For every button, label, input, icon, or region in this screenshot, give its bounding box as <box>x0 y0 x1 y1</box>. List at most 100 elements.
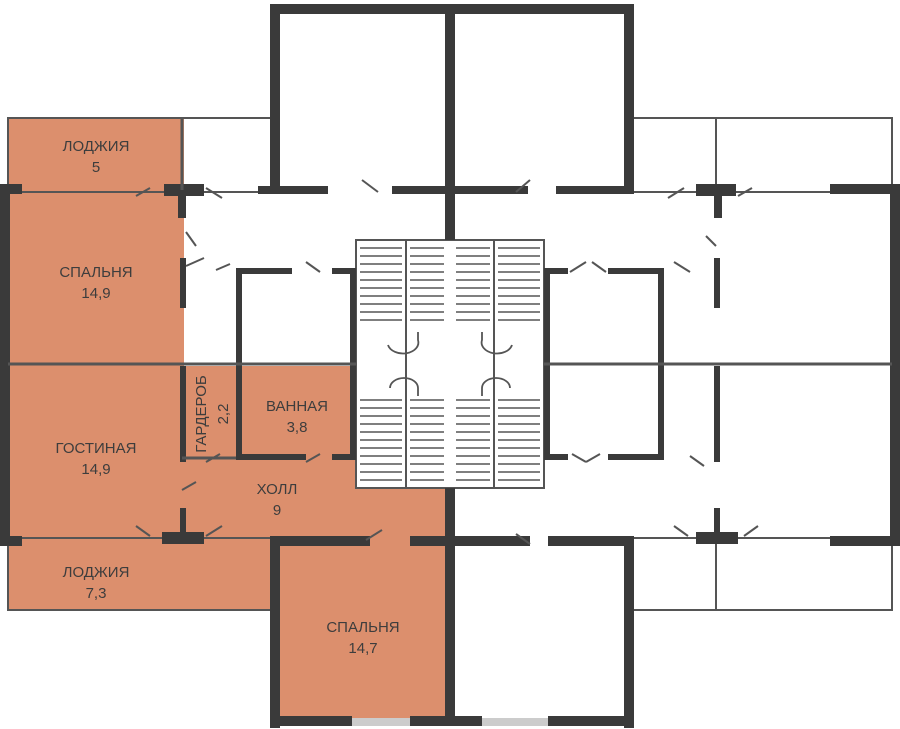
stair-box <box>355 239 545 489</box>
wall-partition-left-upper <box>180 258 186 308</box>
door-swing <box>305 261 321 273</box>
outline-right-loggia-bottom <box>627 537 893 611</box>
door-swing <box>689 455 705 467</box>
door-swing <box>361 179 379 193</box>
room-labels: ЛОДЖИЯ 5 СПАЛЬНЯ 14,9 ГОСТИНАЯ 14,9 ГАРД… <box>56 138 400 657</box>
door-swing <box>737 187 753 197</box>
door-swing <box>185 231 197 247</box>
living-room-name: ГОСТИНАЯ <box>56 440 137 457</box>
door-swing <box>515 533 531 545</box>
wall-left-top-return <box>0 184 22 194</box>
wall-partition-row-right <box>608 268 664 274</box>
bedroom-bottom-area: 14,7 <box>348 640 377 657</box>
door-swing <box>135 525 151 537</box>
door-swing <box>569 261 587 273</box>
door-swing <box>585 453 601 463</box>
bedroom-left-name: СПАЛЬНЯ <box>59 264 132 281</box>
living-room-area: 14,9 <box>81 461 110 478</box>
hall-name: ХОЛЛ <box>257 481 298 498</box>
wall-right-top-return <box>878 184 900 194</box>
loggia-bottom-area: 7,3 <box>86 585 107 602</box>
bathroom-name: ВАННАЯ <box>266 398 328 415</box>
window-sill-2 <box>482 718 548 726</box>
wall-right-bottom-row <box>608 454 664 460</box>
loggia-top-area: 5 <box>92 159 100 176</box>
loggia-bottom-name: ЛОДЖИЯ <box>63 564 130 581</box>
wall-partition-right-bottom <box>714 508 720 540</box>
wall-corridor-upper-2 <box>392 186 528 194</box>
wall-partition-left-bottom <box>180 508 186 540</box>
wall-right-top-stub <box>830 184 880 194</box>
wardrobe-name: ГАРДЕРОБ <box>193 375 210 453</box>
thin-interior-lines <box>8 118 892 460</box>
wall-partition-row-right-2 <box>544 268 568 274</box>
wall-partition-left-lower <box>180 366 186 462</box>
apt-loggia-bottom-fill <box>8 538 272 610</box>
wall-bottom-3 <box>548 716 634 726</box>
wall-right-bottom-return <box>878 536 900 546</box>
wall-spine-upper <box>445 4 455 240</box>
door-swing <box>673 525 689 537</box>
door-swings <box>135 179 759 545</box>
door-swing <box>365 529 383 541</box>
wall-right-partition <box>714 194 722 218</box>
wall-bathroom-right <box>350 272 356 460</box>
wall-left-outer <box>0 184 10 546</box>
wall-corridor-lower-3 <box>548 536 634 546</box>
staircase <box>355 239 545 489</box>
wall-partition-row-left <box>236 268 292 274</box>
wall-upper-right-block <box>696 184 736 196</box>
wall-partition-right-lower <box>714 366 720 462</box>
door-swing <box>135 187 151 197</box>
door-swing <box>205 187 223 199</box>
door-swing <box>743 525 759 537</box>
window-sill-1 <box>352 718 410 726</box>
wall-right-bottom-row-2 <box>544 454 568 460</box>
wall-corridor-lower-2 <box>410 536 530 546</box>
door-swing <box>515 179 531 193</box>
wall-corridor-upper-1 <box>258 186 328 194</box>
apt-loggia-top-fill <box>8 118 184 192</box>
door-swing <box>215 263 231 271</box>
door-swing <box>705 235 717 247</box>
door-swing <box>181 481 197 491</box>
wall-upper-left-block <box>164 184 204 196</box>
wall-bottom-2 <box>410 716 482 726</box>
wall-partition-right-upper <box>714 258 720 308</box>
wall-partition-row-left-2 <box>332 268 356 274</box>
wall-bathroom-bottom-2 <box>332 454 356 460</box>
door-swing <box>571 453 587 463</box>
wall-bathroom-bottom <box>236 454 306 460</box>
wall-corridor-upper-3 <box>556 186 634 194</box>
wall-top-right <box>624 4 634 194</box>
wall-bottom-1 <box>270 716 352 726</box>
rotate-ccw-icon <box>481 377 511 396</box>
rotate-cw-icon <box>389 377 419 396</box>
loggia-top-name: ЛОДЖИЯ <box>63 138 130 155</box>
wardrobe-area: 2,2 <box>215 404 232 425</box>
bedroom-left-area: 14,9 <box>81 285 110 302</box>
door-swing <box>667 187 685 199</box>
door-swing <box>673 261 691 273</box>
door-swing <box>305 453 321 463</box>
apt-bathroom-fill <box>238 366 356 458</box>
outline-right-loggia-top <box>627 117 893 193</box>
door-swing <box>185 257 205 267</box>
walls <box>0 4 900 728</box>
stair-arrows <box>387 332 513 396</box>
rotate-cw-icon <box>387 332 420 355</box>
door-swing <box>205 525 223 537</box>
door-swing <box>205 453 221 463</box>
rotate-ccw-icon <box>480 332 513 355</box>
window-sills <box>352 718 548 726</box>
apt-bedroom-bottom-fill <box>274 538 450 718</box>
wall-bottom-left <box>270 538 280 728</box>
stair-dividers <box>405 240 495 488</box>
wall-corridor-lower-1 <box>270 536 370 546</box>
wall-top-left <box>270 4 280 194</box>
door-swing <box>591 261 607 273</box>
wall-spine-lower <box>445 488 455 724</box>
wall-right-column-1 <box>544 272 550 460</box>
hall-area: 9 <box>273 502 281 519</box>
